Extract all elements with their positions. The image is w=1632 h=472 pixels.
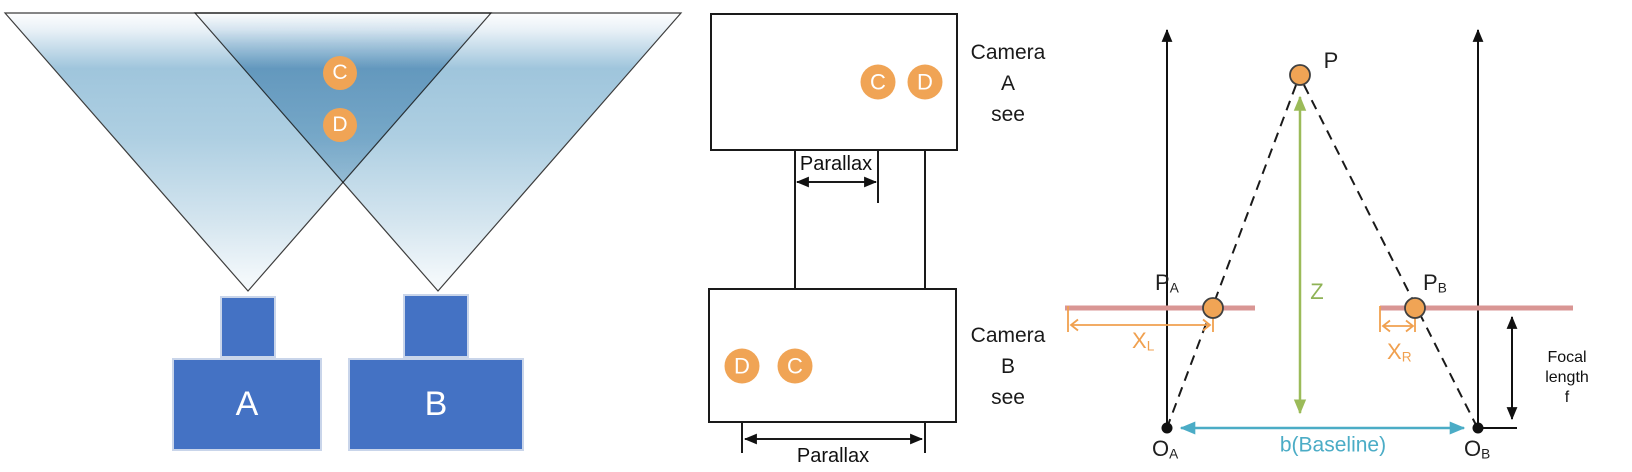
point-pb-label: PB	[1423, 272, 1447, 295]
baseline-label: b(Baseline)	[1279, 433, 1387, 457]
oa-sub: A	[1169, 446, 1179, 462]
pb-sub: B	[1437, 280, 1447, 296]
camera-a-lens	[220, 296, 276, 358]
optical-center-oa-dot	[1161, 422, 1173, 434]
depth-geometry	[1065, 28, 1573, 435]
xr-main: X	[1387, 339, 1402, 364]
caption-line: A	[1000, 72, 1016, 95]
focal-length-text: Focal length	[1545, 349, 1589, 386]
ob-main: O	[1464, 436, 1482, 461]
optical-center-ob-label: OB	[1464, 438, 1490, 461]
pa-sub: A	[1169, 280, 1179, 296]
xr-dimension	[1379, 306, 1416, 333]
camera-a-see-caption: Camera A see	[971, 37, 1046, 130]
ray-p-to-ob	[1303, 84, 1477, 426]
xl-sub: L	[1146, 338, 1155, 354]
view-b-point-d: D	[724, 348, 760, 384]
point-p-dot	[1289, 64, 1311, 86]
depth-z-label: Z	[1310, 279, 1324, 304]
point-p-label: P	[1323, 48, 1339, 73]
point-pa-label: PA	[1155, 272, 1179, 295]
parallax-bottom-label: Parallax	[796, 445, 870, 467]
caption-line: Camera	[970, 324, 1046, 347]
frustum-camera-b	[193, 12, 683, 292]
pb-main: P	[1423, 270, 1438, 295]
camera-b-lens	[403, 294, 469, 358]
pa-main: P	[1155, 270, 1170, 295]
xr-label: XR	[1387, 341, 1412, 364]
camera-a-label: A	[235, 385, 259, 423]
xl-main: X	[1132, 328, 1147, 353]
optical-center-ob-dot	[1472, 422, 1484, 434]
caption-line: see	[991, 386, 1025, 409]
focal-length-label: Focal length f	[1535, 348, 1600, 408]
point-pb-dot	[1404, 297, 1426, 319]
ob-sub: B	[1481, 446, 1491, 462]
view-a-point-c: C	[860, 64, 896, 100]
point-pa-dot	[1202, 297, 1224, 319]
scene-point-c: C	[323, 56, 357, 90]
ray-p-to-oa	[1167, 84, 1297, 426]
parallax-top-label: Parallax	[799, 153, 873, 175]
camera-b-body	[348, 358, 524, 451]
camera-b-label: B	[424, 385, 448, 423]
camera-frustums	[3, 12, 683, 292]
camera-a-body	[172, 358, 322, 451]
xr-sub: R	[1401, 349, 1412, 365]
view-a-point-d: D	[907, 64, 943, 100]
optical-center-oa-label: OA	[1152, 438, 1178, 461]
caption-line: B	[1000, 355, 1016, 378]
caption-line: see	[991, 103, 1025, 126]
xl-label: XL	[1132, 330, 1154, 353]
scene-point-d: D	[323, 108, 357, 142]
focal-symbol: f	[1564, 389, 1570, 406]
oa-main: O	[1152, 436, 1170, 461]
view-b-point-c: C	[777, 348, 813, 384]
camera-b-see-caption: Camera B see	[971, 320, 1046, 413]
caption-line: Camera	[970, 41, 1046, 64]
